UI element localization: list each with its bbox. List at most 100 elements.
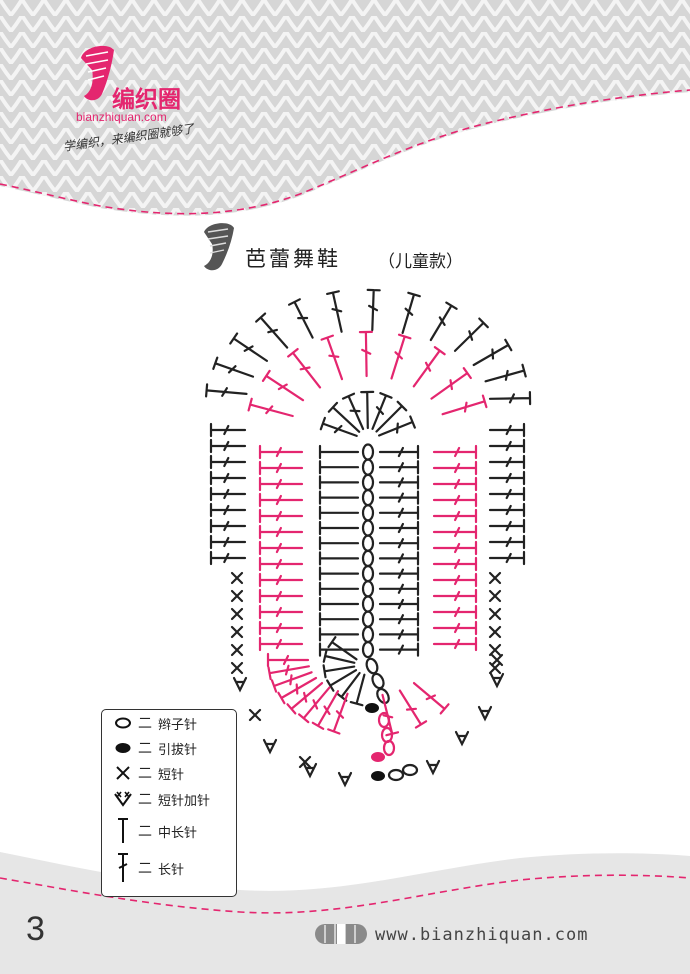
foundation-chain [361,443,390,705]
double-crochet-mark [488,438,526,454]
legend-row-dc: 二长针 [112,851,184,885]
double-crochet-mark [258,460,304,476]
chain-stitch-mark [376,687,390,705]
double-crochet-mark [378,642,420,657]
half-double-crochet-mark [349,673,366,707]
legend-row-sc: 二短针 [112,762,184,784]
sc-increase-mark [477,705,493,722]
single-crochet-mark [488,589,502,603]
chain-stitch-mark [361,504,375,522]
sc-increase-icon [114,791,132,807]
double-crochet-mark [258,588,304,604]
legend-label: 长针 [158,862,185,878]
legend-label: 引拔针 [158,742,198,758]
double-crochet-mark [488,391,532,406]
half-double-crochet-mark [318,566,360,581]
double-crochet-mark [258,540,304,556]
half-double-crochet-mark [318,581,360,596]
chain-stitch-mark [361,625,375,644]
double-crochet-mark [432,524,478,540]
sc-increase-mark [425,759,441,776]
double-crochet-mark [378,475,420,490]
double-crochet-mark [432,620,478,636]
double-crochet-mark [430,367,472,400]
double-crochet-mark [209,534,247,550]
single-crochet-mark [488,625,502,639]
sc-increase-mark [454,730,470,747]
double-crochet-mark [488,470,526,486]
double-crochet-mark [286,682,324,715]
single-crochet-mark [488,571,502,585]
double-crochet-mark [277,676,318,705]
half-double-crochet-mark [318,536,360,551]
double-crochet-mark [378,551,420,566]
double-crochet-mark [432,604,478,620]
double-crochet-icon [118,853,128,882]
pattern-title: 芭蕾舞鞋 [245,247,341,271]
sc-increase-mark [337,771,353,788]
legend-label: 短针加针 [158,793,211,809]
double-crochet-mark [258,524,304,540]
slip-stitch-mark [371,771,385,781]
half-double-crochet-mark [327,636,358,661]
half-double-crochet-mark [375,400,408,433]
round-2 [247,330,488,737]
double-crochet-mark [488,486,526,502]
slip-stitch-mark [365,703,379,713]
sc-increase-mark [262,738,278,755]
half-double-crochet-mark [318,612,360,627]
double-crochet-mark [320,334,344,381]
double-crochet-mark [432,556,478,572]
legend-label: 辫子针 [158,717,198,733]
double-crochet-mark [258,444,304,460]
chain-stitch-mark [387,768,405,782]
double-crochet-mark [287,348,322,389]
double-crochet-mark [371,392,393,430]
double-crochet-mark [288,298,314,339]
chain-stitch-mark [361,534,375,552]
double-crochet-mark [209,502,247,518]
chain-stitch-icon [115,717,131,729]
double-crochet-mark [212,356,255,378]
slip-stitch-mark [371,752,385,762]
chain-stitch-mark [361,519,375,537]
half-double-crochet-mark [318,596,360,612]
chain-stitch-mark [361,489,375,507]
double-crochet-mark [432,636,478,652]
double-crochet-mark [390,333,412,380]
half-double-crochet-mark [318,520,360,536]
double-crochet-mark [378,581,420,596]
half-double-crochet-mark [318,490,360,505]
half-double-crochet-mark [318,460,360,475]
single-crochet-mark [488,607,502,621]
double-crochet-mark [366,288,381,332]
double-crochet-mark [378,415,416,437]
half-double-crochet-mark [318,505,360,520]
half-double-crochet-icon [118,818,128,843]
website-url: www.bianzhiquan.com [375,925,589,945]
single-crochet-mark [230,589,244,603]
double-crochet-mark [258,556,304,572]
double-crochet-mark [258,620,304,636]
half-double-crochet-mark [318,551,360,566]
legend-row-hdc: 二中长针 [112,816,197,846]
single-crochet-mark [248,708,262,722]
double-crochet-mark [429,301,458,342]
pattern-subtitle: （儿童款） [378,252,463,272]
single-crochet-mark [230,607,244,621]
double-crochet-mark [229,332,268,362]
double-crochet-mark [209,454,247,470]
half-double-crochet-mark [326,669,358,692]
double-crochet-mark [378,460,420,475]
double-crochet-mark [209,550,247,566]
double-crochet-mark [432,588,478,604]
double-crochet-mark [488,534,526,550]
chain-stitch-mark [361,610,375,628]
double-crochet-mark [247,397,294,418]
double-crochet-mark [484,363,527,383]
double-crochet-mark [378,612,420,627]
double-crochet-mark [432,572,478,588]
double-crochet-mark [255,312,289,349]
